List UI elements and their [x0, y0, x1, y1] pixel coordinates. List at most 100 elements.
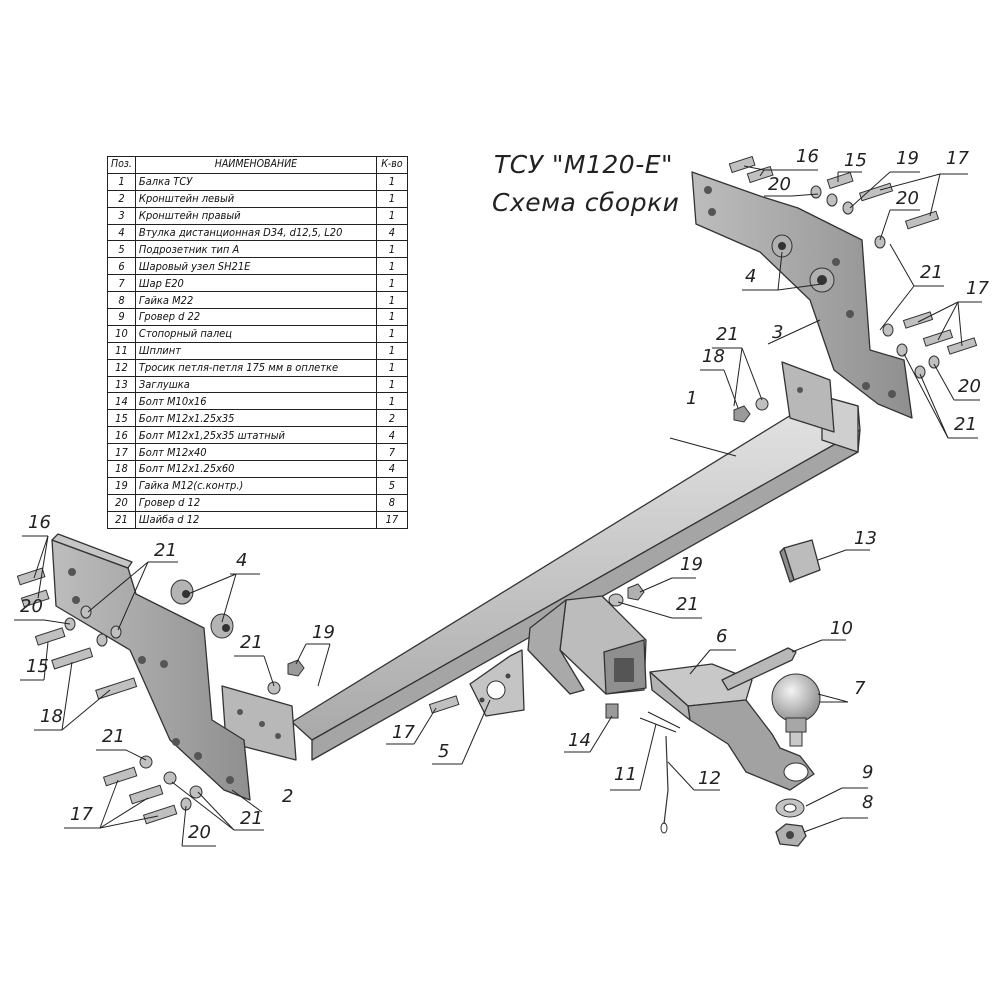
callout-number: 8 [862, 792, 873, 813]
callout-leader [919, 373, 949, 439]
row-name: Стопорный палец [134, 324, 377, 343]
callout-number: 21 [716, 324, 739, 345]
callout-leader [99, 815, 159, 829]
callout-number: 18 [40, 706, 63, 727]
bolt-part-14 [605, 703, 619, 719]
callout-leader [33, 535, 49, 579]
row-position: 21 [107, 510, 136, 529]
row-name: Болт М12х40 [134, 443, 377, 462]
row-name: Подрозетник тип А [134, 240, 377, 259]
callout-number: 21 [240, 808, 263, 829]
callout-number: 15 [26, 656, 49, 677]
header-position: Поз. [107, 156, 136, 174]
callout-leader [903, 353, 949, 439]
callout-leader [317, 643, 331, 687]
callout-number: 16 [28, 512, 51, 533]
callout-number: 20 [958, 376, 981, 397]
callout-leader [957, 301, 963, 347]
callout-number: 12 [698, 768, 721, 789]
row-position: 19 [107, 476, 136, 495]
nut-part-8 [775, 823, 807, 847]
cotter-pin-part-11 [639, 711, 681, 733]
right-bracket-part-3 [691, 171, 913, 419]
callout-leader [461, 699, 491, 765]
row-position: 20 [107, 493, 136, 512]
callout-leader [295, 643, 307, 665]
callout-number: 7 [854, 678, 866, 699]
callout-number: 3 [772, 322, 783, 343]
callout-leader [817, 549, 847, 561]
callout-number: 16 [796, 146, 819, 167]
callout-leader [777, 251, 783, 291]
row-quantity: 17 [375, 510, 408, 529]
callout-leader [43, 641, 49, 681]
callout-number: 20 [896, 188, 919, 209]
callout-leader [617, 601, 673, 619]
row-quantity: 1 [375, 324, 408, 343]
callout-leader [889, 243, 915, 287]
row-name: Кронштейн левый [134, 189, 377, 208]
callout-leader [933, 363, 955, 401]
row-position: 17 [107, 443, 136, 462]
row-quantity: 1 [375, 392, 408, 411]
cable-part-12 [660, 735, 669, 834]
callout-leader [231, 789, 263, 813]
callout-number: 21 [154, 540, 177, 561]
callout-number: 17 [392, 722, 415, 743]
callout-leader [61, 689, 111, 731]
row-name: Шайба d 12 [134, 510, 377, 529]
callout-leader [879, 209, 891, 241]
callout-leader [669, 437, 737, 457]
callout-number: 6 [716, 626, 727, 647]
callout-number: 4 [745, 266, 756, 287]
callout-leader [639, 723, 657, 791]
callout-leader [733, 347, 743, 407]
washer-part-9 [775, 798, 805, 818]
callout-number: 18 [702, 346, 725, 367]
socket-plate-part-5 [469, 649, 525, 717]
row-name: Шаровый узел SH21E [134, 257, 377, 276]
callout-leader [87, 561, 149, 613]
callout-leader [759, 169, 765, 177]
callout-leader [929, 173, 941, 217]
callout-leader [221, 573, 237, 623]
plug-part-13 [779, 539, 821, 583]
callout-number: 13 [854, 528, 877, 549]
row-name: Втулка дистанционная D34, d12,5, L20 [134, 223, 377, 242]
spacer-part-4 [170, 579, 234, 639]
callout-leader [413, 707, 437, 745]
diagram-title: ТСУ "M120-E" [494, 150, 674, 179]
callout-leader [849, 171, 891, 209]
callout-number: 17 [946, 148, 969, 169]
callout-leader [37, 535, 49, 599]
callout-number: 21 [240, 632, 263, 653]
beam-part-1 [221, 361, 861, 761]
callout-leader [197, 791, 235, 831]
callout-leader [879, 285, 915, 331]
callout-number: 19 [680, 554, 703, 575]
callout-number: 20 [188, 822, 211, 843]
callout-leader [181, 805, 187, 847]
callout-number: 4 [236, 550, 247, 571]
callout-leader [43, 619, 71, 625]
callout-leader [99, 797, 149, 829]
callout-number: 20 [768, 174, 791, 195]
callout-leader [639, 577, 673, 593]
left-bracket-part-2 [51, 533, 251, 801]
ball-mount-part-6 [649, 663, 815, 791]
row-quantity: 1 [375, 240, 408, 259]
callout-leader [879, 173, 941, 191]
